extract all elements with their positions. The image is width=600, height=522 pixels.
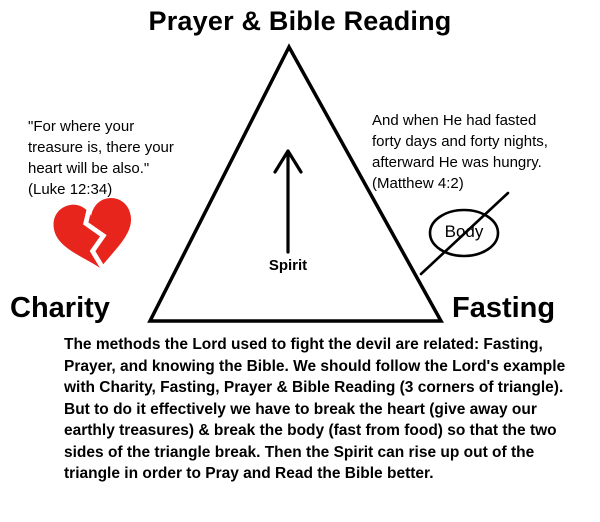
charity-quote-line: "For where your: [28, 118, 135, 135]
crossed-out-circle-icon: [419, 191, 510, 276]
fasting-quote-line: And when He had fasted: [372, 112, 537, 129]
body-label: Body: [444, 222, 484, 241]
fasting-corner-label: Fasting: [452, 292, 556, 324]
fasting-quote-reference: (Matthew 4:2): [372, 175, 464, 192]
broken-heart-icon: [53, 198, 131, 269]
triangle-shape: [147, 43, 444, 323]
charity-quote-reference: (Luke 12:34): [28, 181, 113, 198]
diagram-title: Prayer & Bible Reading: [148, 6, 452, 36]
fasting-quote-line: forty days and forty nights,: [372, 133, 548, 150]
fasting-quote: And when He had fasted forty days and fo…: [372, 110, 592, 194]
up-arrow-icon: [273, 149, 303, 254]
spirit-label: Spirit: [268, 257, 308, 274]
charity-corner-label: Charity: [10, 292, 110, 324]
description-paragraph: The methods the Lord used to fight the d…: [64, 336, 566, 482]
fasting-quote-line: afterward He was hungry.: [372, 154, 542, 171]
charity-quote-line: treasure is, there your: [28, 139, 174, 156]
charity-quote: "For where your treasure is, there your …: [28, 116, 218, 200]
charity-quote-line: heart will be also.": [28, 160, 150, 177]
